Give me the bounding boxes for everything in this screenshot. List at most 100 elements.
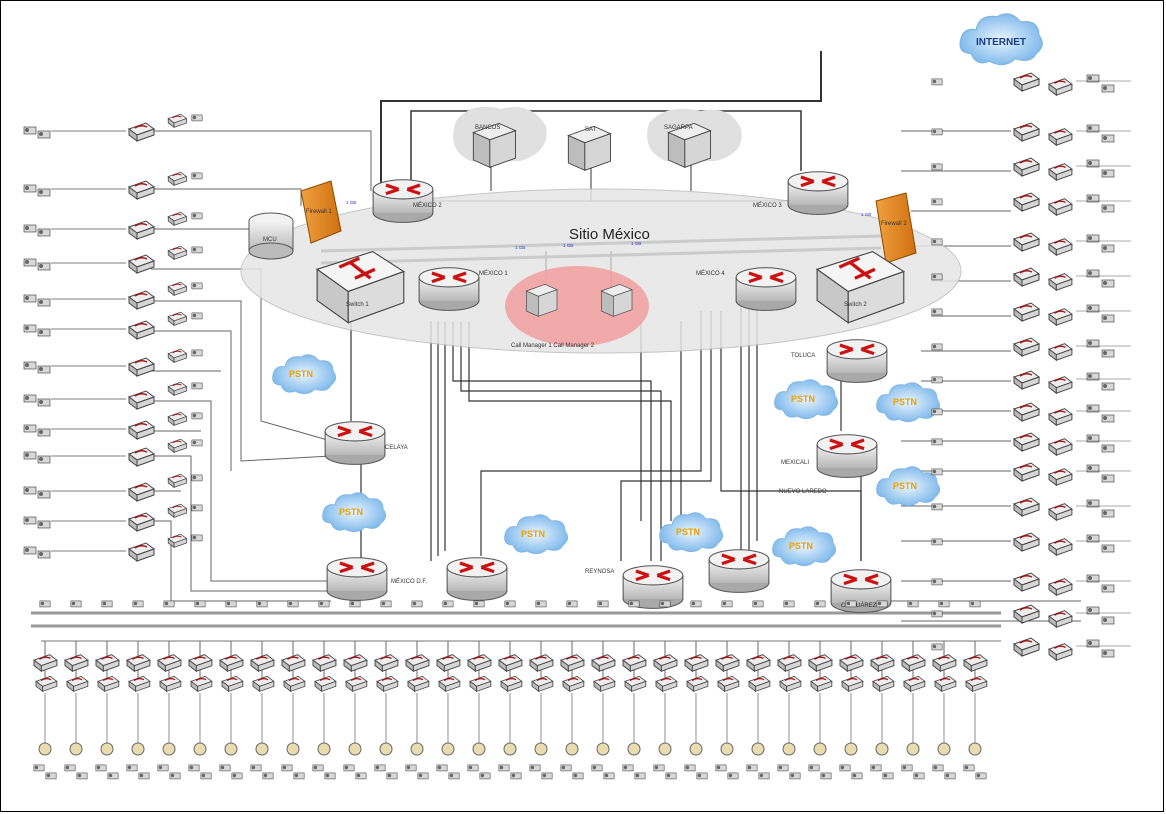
handset-icon — [598, 601, 608, 607]
branch-gateway-icon — [222, 676, 243, 691]
branch-gateway-icon — [191, 676, 212, 691]
handset-icon — [24, 425, 36, 432]
handset-icon — [38, 399, 50, 406]
branch-gateway-icon — [129, 421, 154, 439]
handset-icon — [406, 765, 416, 771]
handset-icon — [932, 439, 942, 445]
handset-icon — [437, 765, 447, 771]
branch-gateway-icon — [1049, 79, 1072, 96]
switch-2-label: Switch 2 — [844, 302, 867, 308]
handset-icon — [604, 773, 614, 779]
handset-icon — [932, 504, 942, 510]
handset-icon — [192, 115, 202, 121]
handset-icon — [24, 517, 36, 524]
handset-icon — [567, 601, 577, 607]
handset-icon — [192, 440, 202, 446]
handset-icon — [387, 773, 397, 779]
branch-gateway-icon — [168, 172, 186, 185]
handset-icon — [759, 773, 769, 779]
handset-icon — [24, 395, 36, 402]
branch-gateway-icon — [129, 391, 154, 409]
user-avatar-icon — [318, 743, 330, 755]
handset-icon — [1102, 650, 1114, 657]
handset-icon — [846, 601, 856, 607]
handset-icon — [932, 579, 942, 585]
branch-gateway-icon — [1049, 199, 1072, 216]
branch-gateway-icon — [964, 655, 987, 672]
handset-icon — [932, 469, 942, 475]
user-avatar-icon — [349, 743, 361, 755]
handset-icon — [220, 765, 230, 771]
handset-icon — [38, 189, 50, 196]
handset-icon — [192, 247, 202, 253]
handset-icon — [226, 601, 236, 607]
handset-icon — [319, 601, 329, 607]
handset-icon — [852, 773, 862, 779]
branch-gateway-icon — [1014, 73, 1039, 91]
handset-icon — [753, 601, 763, 607]
handset-icon — [964, 765, 974, 771]
handset-icon — [505, 601, 515, 607]
handset-icon — [232, 773, 242, 779]
svg-text:1 GB: 1 GB — [515, 245, 525, 250]
branch-gateway-icon — [36, 676, 57, 691]
handset-icon — [192, 505, 202, 511]
handset-icon — [24, 127, 36, 134]
branch-gateway-icon — [842, 676, 863, 691]
branch-gateway-icon — [168, 312, 186, 325]
router-mexico-2-icon — [373, 180, 433, 223]
router-mexico-2-label: MÉXICO 2 — [413, 202, 442, 209]
right-branch-sites — [932, 73, 1131, 660]
branch-gateway-icon — [168, 412, 186, 425]
handset-icon — [573, 773, 583, 779]
branch-gateway-icon — [1014, 193, 1039, 211]
branch-gateway-icon — [1014, 605, 1039, 623]
branch-gateway-icon — [129, 448, 154, 466]
branch-gateway-icon — [98, 676, 119, 691]
branch-gateway-icon — [168, 504, 186, 517]
handset-icon — [139, 773, 149, 779]
svg-text:SAGARPA: SAGARPA — [664, 125, 693, 131]
handset-icon — [499, 765, 509, 771]
handset-icon — [932, 129, 942, 135]
branch-gateway-icon — [594, 676, 615, 691]
branch-gateway-icon — [129, 181, 154, 199]
branch-gateway-icon — [65, 655, 88, 672]
branch-gateway-icon — [966, 676, 987, 691]
svg-text:BANCOS: BANCOS — [475, 125, 500, 131]
handset-icon — [536, 601, 546, 607]
handset-icon — [747, 765, 757, 771]
user-avatar-icon — [814, 743, 826, 755]
handset-icon — [932, 239, 942, 245]
handset-icon — [976, 773, 986, 779]
handset-icon — [313, 765, 323, 771]
handset-icon — [1102, 85, 1114, 92]
handset-icon — [201, 773, 211, 779]
branch-gateway-icon — [685, 655, 708, 672]
handset-icon — [932, 164, 942, 170]
branch-gateway-icon — [1049, 439, 1072, 456]
branch-gateway-icon — [129, 676, 150, 691]
user-avatar-icon — [194, 743, 206, 755]
branch-gateway-icon — [780, 676, 801, 691]
branch-gateway-icon — [532, 676, 553, 691]
branch-gateway-icon — [168, 382, 186, 395]
handset-icon — [443, 601, 453, 607]
handset-icon — [474, 601, 484, 607]
branch-gateway-icon — [747, 655, 770, 672]
handset-icon — [1102, 245, 1114, 252]
handset-icon — [108, 773, 118, 779]
handset-icon — [38, 131, 50, 138]
branch-gateway-icon — [313, 655, 336, 672]
handset-icon — [542, 773, 552, 779]
sat-building: SAT — [568, 126, 610, 170]
handset-icon — [195, 601, 205, 607]
handset-icon — [666, 773, 676, 779]
handset-icon — [38, 551, 50, 558]
branch-gateway-icon — [1014, 573, 1039, 591]
router-nuevo-laredo-icon — [709, 550, 769, 593]
branch-gateway-icon — [1049, 239, 1072, 256]
handset-icon — [38, 299, 50, 306]
handset-icon — [932, 644, 942, 650]
handset-icon — [24, 295, 36, 302]
